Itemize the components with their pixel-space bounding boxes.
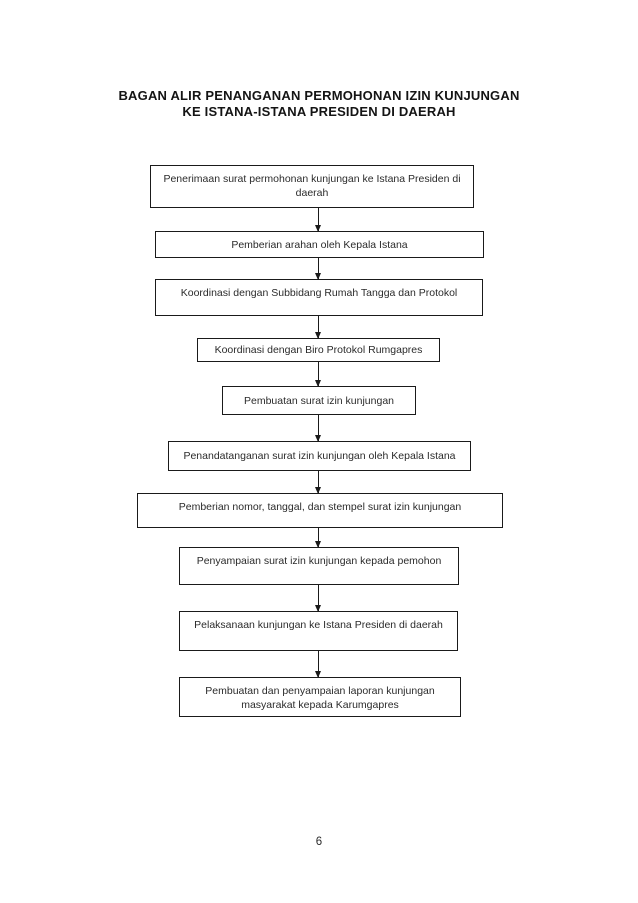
flow-step-3-label: Koordinasi dengan Subbidang Rumah Tangga… — [180, 287, 458, 299]
flow-step-8: Penyampaian surat izin kunjungan kepada … — [179, 547, 459, 585]
flow-step-7: Pemberian nomor, tanggal, dan stempel su… — [137, 493, 503, 528]
flow-step-8-label: Penyampaian surat izin kunjungan kepada … — [196, 555, 442, 567]
down-arrow-connector-8 — [315, 585, 321, 612]
flow-step-7-label: Pemberian nomor, tanggal, dan stempel su… — [178, 501, 462, 513]
flow-step-3: Koordinasi dengan Subbidang Rumah Tangga… — [155, 279, 483, 316]
down-arrow-connector-6 — [315, 471, 321, 494]
down-arrow-connector-3 — [315, 316, 321, 339]
down-arrow-connector-7 — [315, 528, 321, 548]
down-arrow-connector-5 — [315, 415, 321, 442]
down-arrow-connector-1 — [315, 208, 321, 232]
flow-step-10-label: Pembuatan dan penyampaian laporan kunjun… — [205, 685, 435, 711]
flow-step-9: Pelaksanaan kunjungan ke Istana Presiden… — [179, 611, 458, 651]
flow-step-6-label: Penandatanganan surat izin kunjungan ole… — [183, 450, 456, 462]
flow-step-1-label: Penerimaan surat permohonan kunjungan ke… — [163, 173, 461, 199]
flow-step-2-label: Pemberian arahan oleh Kepala Istana — [231, 238, 408, 251]
flow-step-5: Pembuatan surat izin kunjungan — [222, 386, 416, 415]
down-arrow-connector-2 — [315, 258, 321, 280]
flow-step-5-label: Pembuatan surat izin kunjungan — [243, 394, 394, 407]
flow-step-9-label: Pelaksanaan kunjungan ke Istana Presiden… — [194, 619, 443, 631]
page-title-line-2: KE ISTANA-ISTANA PRESIDEN DI DAERAH — [182, 103, 456, 119]
page-number: 6 — [315, 836, 323, 848]
flow-step-10: Pembuatan dan penyampaian laporan kunjun… — [179, 677, 461, 717]
flow-step-6: Penandatanganan surat izin kunjungan ole… — [168, 441, 471, 471]
page-title-line-1: BAGAN ALIR PENANGANAN PERMOHONAN IZIN KU… — [118, 88, 520, 103]
flow-step-4: Koordinasi dengan Biro Protokol Rumgapre… — [197, 338, 440, 362]
flow-step-2: Pemberian arahan oleh Kepala Istana — [155, 231, 484, 258]
down-arrow-connector-9 — [315, 651, 321, 678]
flow-step-4-label: Koordinasi dengan Biro Protokol Rumgapre… — [214, 344, 423, 356]
flow-step-1: Penerimaan surat permohonan kunjungan ke… — [150, 165, 474, 208]
page-title: BAGAN ALIR PENANGANAN PERMOHONAN IZIN KU… — [0, 88, 638, 119]
down-arrow-connector-4 — [315, 362, 321, 387]
